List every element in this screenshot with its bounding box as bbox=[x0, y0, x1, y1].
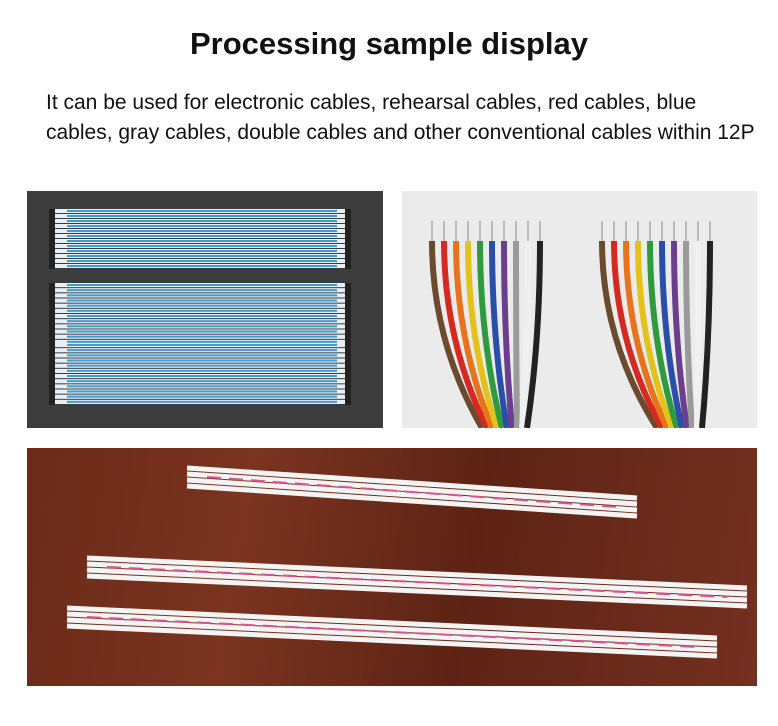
wire bbox=[513, 240, 520, 428]
wire bbox=[647, 240, 680, 428]
photo-white-blue-cables bbox=[27, 191, 383, 428]
cable-ribbon bbox=[66, 605, 718, 659]
cable-ribbon bbox=[186, 465, 638, 519]
wire bbox=[699, 240, 713, 428]
cable-ribbon bbox=[86, 555, 748, 609]
page-title: Processing sample display bbox=[189, 26, 588, 61]
wire bbox=[671, 240, 690, 428]
wire bbox=[465, 240, 500, 428]
wire bbox=[477, 240, 505, 428]
wire bbox=[524, 240, 543, 428]
cable-bundle bbox=[49, 283, 351, 345]
wire bbox=[599, 240, 660, 428]
wire bbox=[453, 240, 495, 428]
wire bbox=[659, 240, 685, 428]
cable-bundle bbox=[49, 209, 351, 269]
cable-bundle bbox=[49, 343, 351, 405]
wire bbox=[694, 240, 701, 428]
wire bbox=[519, 240, 531, 428]
photo-rainbow-cables bbox=[402, 191, 757, 428]
wire bbox=[489, 240, 510, 428]
description-text: It can be used for electronic cables, re… bbox=[46, 91, 755, 144]
wire bbox=[611, 240, 665, 428]
wire bbox=[635, 240, 675, 428]
wire bbox=[441, 240, 490, 428]
photo-white-pink-cables bbox=[27, 448, 757, 686]
wire bbox=[501, 240, 515, 428]
wire bbox=[683, 240, 695, 428]
wire bbox=[623, 240, 670, 428]
wire bbox=[429, 240, 485, 428]
